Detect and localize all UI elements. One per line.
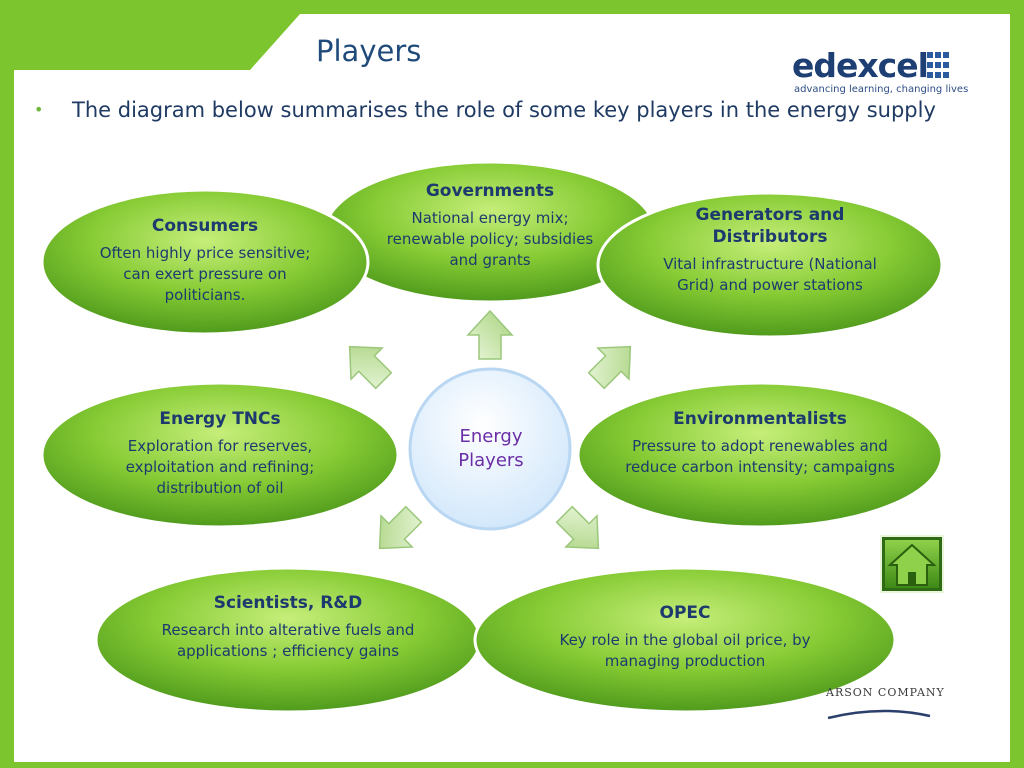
- node-description: Vital infrastructure (National Grid) and…: [663, 255, 877, 294]
- node-consumers-shape: [40, 188, 370, 336]
- logo-grid-icon: [927, 52, 951, 80]
- node-description: Often highly price sensitive; can exert …: [99, 244, 311, 304]
- bullet-point: • The diagram below summarises the role …: [34, 95, 954, 126]
- node-tncs-shape: [40, 381, 400, 529]
- node-generators-shape: [596, 191, 944, 339]
- arrow-icon: [555, 505, 600, 550]
- node-opec-shape: [473, 566, 897, 714]
- nodes-layer: [40, 160, 944, 714]
- node-title: Consumers: [151, 216, 259, 236]
- home-icon: [880, 535, 944, 593]
- node-title: OPEC: [659, 603, 711, 623]
- arrow-icon: [587, 345, 632, 390]
- pearson-text: ARSON COMPANY: [826, 686, 945, 699]
- node-title: Energy TNCs: [159, 409, 281, 429]
- arrow-icon: [378, 505, 423, 550]
- node-scientists: Scientists, R&D Research into alterative …: [143, 592, 433, 662]
- logo-word: edexcel: [792, 46, 929, 85]
- center-node-circle: [408, 367, 572, 531]
- node-description: National energy mix; renewable policy; s…: [386, 209, 594, 269]
- slide-title: Players: [316, 34, 422, 68]
- node-description: Key role in the global oil price, by man…: [559, 631, 811, 670]
- node-title: Governments: [425, 181, 555, 201]
- node-title: Environmentalists: [673, 409, 847, 429]
- bullet-icon: •: [34, 100, 44, 119]
- node-description: Research into alterative fuels and appli…: [161, 621, 415, 660]
- node-title: Scientists, R&D: [213, 593, 363, 613]
- home-button[interactable]: [880, 535, 944, 593]
- arrow-icon: [466, 309, 514, 360]
- pearson-footer: ARSON COMPANY: [818, 686, 968, 726]
- arrows-layer: [348, 309, 632, 550]
- pearson-swoosh: [827, 709, 931, 720]
- node-description: Exploration for reserves, exploitation a…: [125, 437, 315, 497]
- center-node-label: Energy Players: [458, 426, 524, 471]
- bullet-text: The diagram below summarises the role of…: [72, 98, 936, 122]
- edexcel-logo: edexcel advancing learning, changing liv…: [792, 46, 968, 96]
- arrow-icon: [348, 345, 393, 390]
- node-description: Pressure to adopt renewables and reduce …: [625, 437, 895, 476]
- node-opec: OPEC Key role in the global oil price, by…: [535, 602, 835, 672]
- node-environmentalists-shape: [576, 381, 944, 529]
- logo-tagline: advancing learning, changing lives: [794, 84, 969, 95]
- node-title: Generators and Distributors: [695, 205, 845, 247]
